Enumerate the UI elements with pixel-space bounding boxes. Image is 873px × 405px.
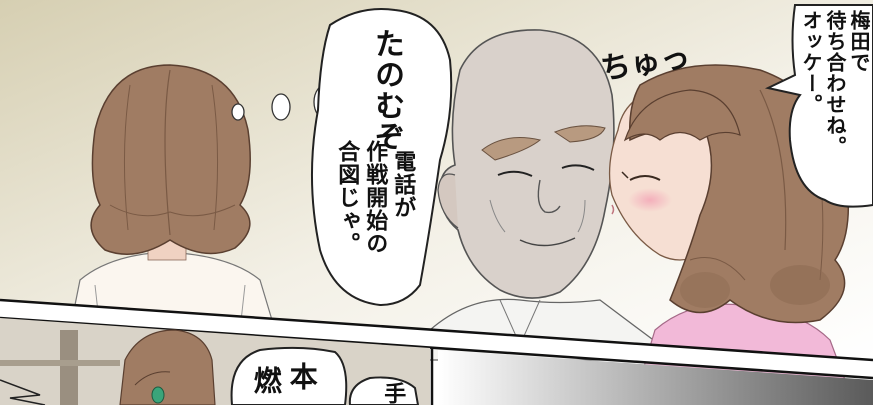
bottom-text-left: 本 [285, 362, 319, 391]
bottom-panels [0, 318, 873, 405]
thought-dot-small [231, 103, 245, 121]
thought-text: たのむぞ [369, 28, 404, 152]
speech-bubble-bottom-left [230, 346, 348, 405]
girl-back-view [69, 64, 276, 331]
girl-speech-line-2: 待ち合わせね。 [823, 10, 847, 157]
girl-speech-line-1: 梅田で [847, 10, 871, 73]
thought-dot-medium [271, 93, 291, 121]
speech-bubble-bottom-small [348, 376, 420, 405]
plan-text-line-1: 電話が [390, 150, 416, 219]
plan-text-line-3: 合図じゃ。 [334, 140, 360, 255]
panel-gutter [0, 300, 873, 378]
girl-speech-line-3: オッケー。 [799, 10, 823, 115]
plan-text-line-2: 作戦開始の [362, 140, 388, 255]
bottom-text-right: 手 [380, 382, 406, 405]
bottom-text-left-second: 燃 [249, 366, 283, 395]
speech-bubble-girl [764, 4, 873, 208]
thought-bubble [311, 8, 453, 307]
